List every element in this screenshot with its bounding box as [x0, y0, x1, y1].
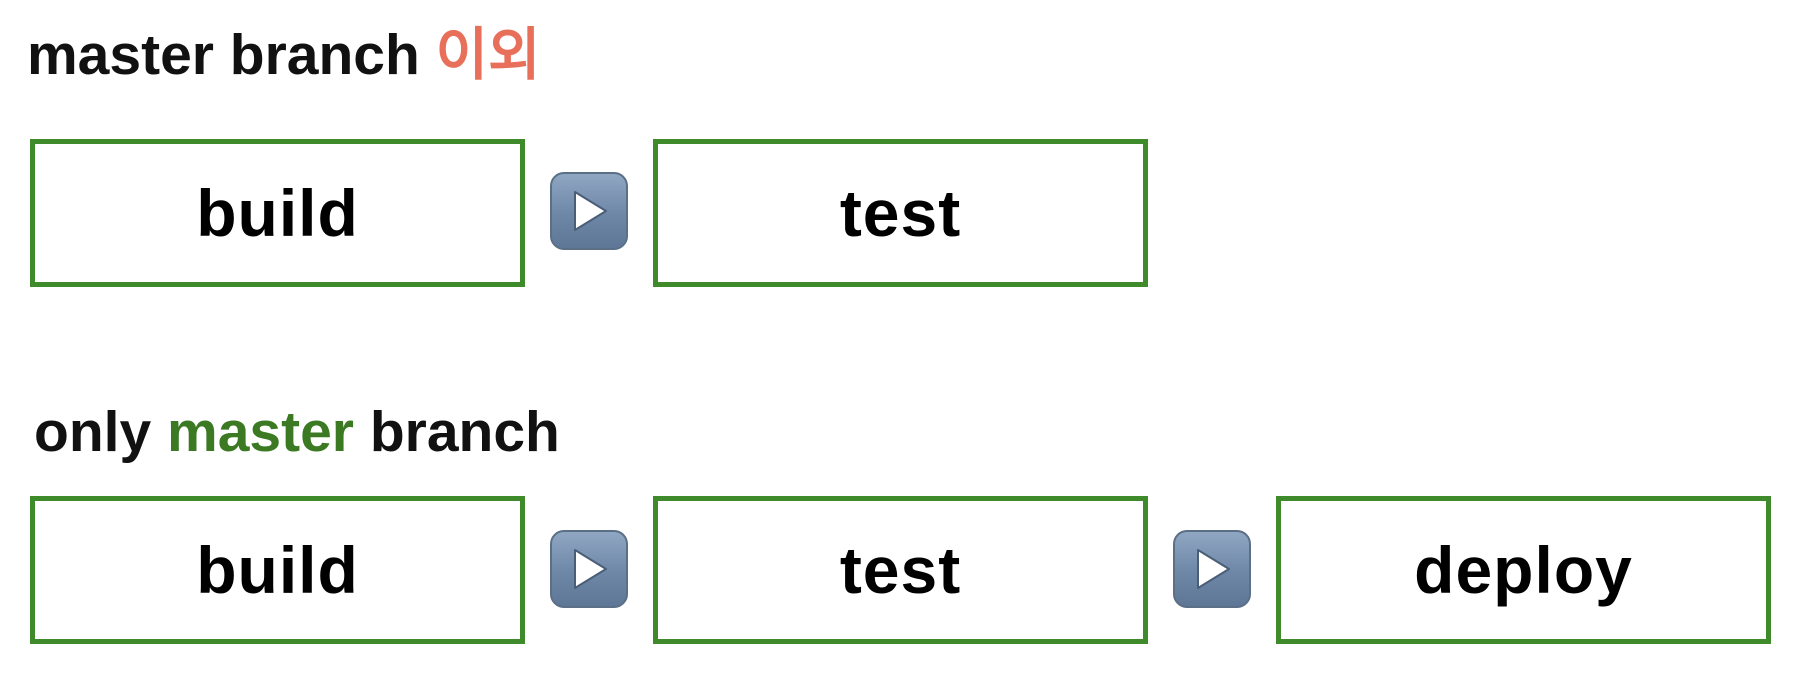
- stage-build: build: [30, 496, 525, 644]
- play-arrow-icon: [550, 172, 628, 250]
- section-2-title-highlight: master: [167, 400, 354, 464]
- stage-build: build: [30, 139, 525, 287]
- stage-test: test: [653, 496, 1148, 644]
- stage-label: deploy: [1414, 533, 1633, 607]
- section-1-title-suffix: 이외: [435, 23, 541, 87]
- section-2-title-prefix: only: [34, 400, 152, 464]
- play-arrow-icon: [550, 530, 628, 608]
- section-1-title-prefix: master branch: [27, 23, 420, 87]
- play-arrow-icon: [1173, 530, 1251, 608]
- play-arrow-glyph: [574, 191, 607, 231]
- stage-deploy: deploy: [1276, 496, 1771, 644]
- play-arrow-glyph: [574, 549, 607, 589]
- stage-label: build: [196, 176, 359, 250]
- play-arrow-glyph: [1197, 549, 1230, 589]
- section-1-title: master branch 이외: [27, 27, 541, 84]
- stage-label: test: [839, 176, 962, 250]
- section-2-title: only master branch: [34, 404, 560, 461]
- stage-label: build: [196, 533, 359, 607]
- stage-test: test: [653, 139, 1148, 287]
- section-2-title-suffix: branch: [369, 400, 560, 464]
- stage-label: test: [839, 533, 962, 607]
